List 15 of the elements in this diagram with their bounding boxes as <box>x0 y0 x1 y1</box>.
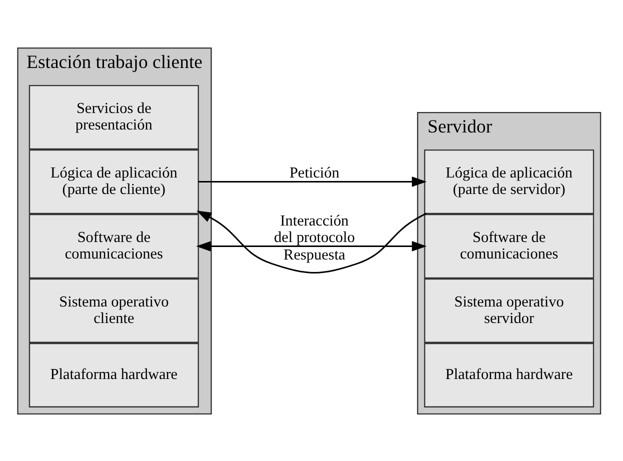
arrow <box>196 210 427 273</box>
node-box: Lógica de aplicación (parte de cliente) <box>28 149 199 214</box>
edge-label: Petición <box>289 164 340 182</box>
node-box: Lógica de aplicación (parte de servidor) <box>424 149 594 214</box>
node-box: Sistema operativo cliente <box>28 278 199 342</box>
arrow <box>196 240 427 251</box>
edge-label: Interacción del protocolo <box>274 212 355 246</box>
node-box: Servicios de presentación <box>28 84 199 149</box>
node-box: Sistema operativo servidor <box>424 278 594 342</box>
node-box: Software de comunicaciones <box>28 214 199 278</box>
arrow <box>198 176 427 186</box>
node-box: Software de comunicaciones <box>424 214 594 278</box>
node-box: Plataforma hardware <box>424 342 594 407</box>
node-box: Plataforma hardware <box>28 342 199 407</box>
edge-label: Respuesta <box>284 246 346 264</box>
